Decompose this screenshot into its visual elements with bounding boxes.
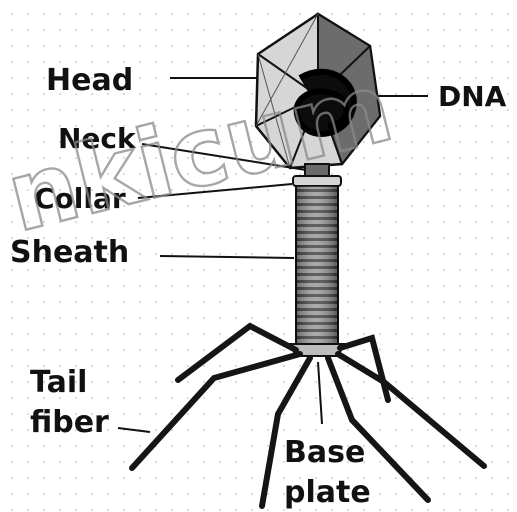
label-tail-fiber-line1: Tail — [30, 365, 87, 400]
label-tail-fiber-line2: fiber — [30, 405, 109, 440]
tail-fiber-2 — [132, 354, 300, 468]
label-head: Head — [46, 63, 133, 98]
label-dna: DNA — [438, 80, 507, 113]
tail-fiber-leader-line — [118, 428, 150, 432]
phage-sheath — [296, 186, 338, 344]
sheath-leader-line — [160, 256, 294, 258]
base-plate-leader-line — [318, 362, 322, 424]
label-base-plate-line1: Base — [284, 435, 365, 470]
label-base-plate-line2: plate — [284, 475, 371, 510]
